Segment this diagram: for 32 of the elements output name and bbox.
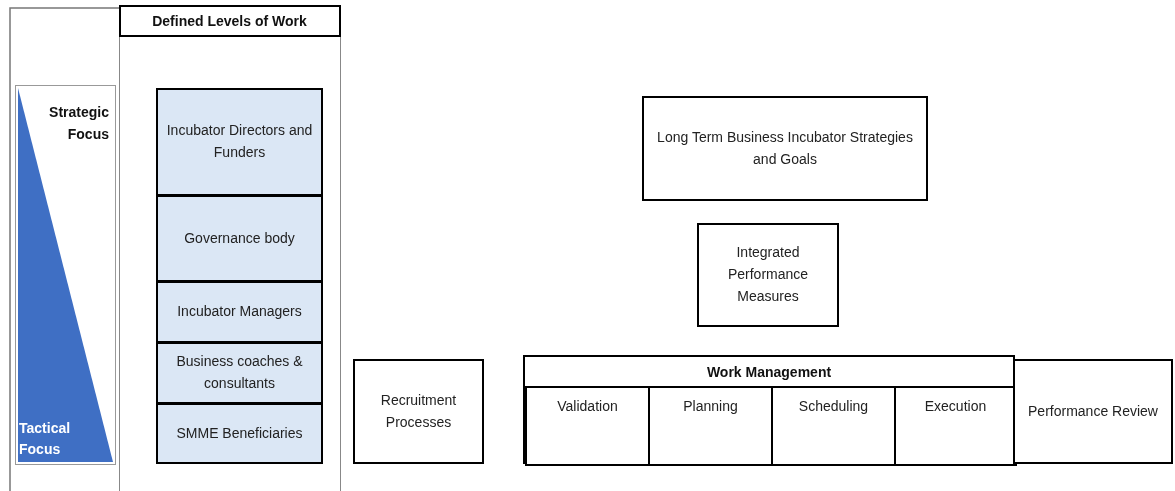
work-management-panel <box>523 355 1015 464</box>
box-label: Incubator Directors and Funders <box>165 121 314 162</box>
column-heading: Defined Levels of Work <box>118 5 341 38</box>
focus-label: Tactical Focus <box>19 418 72 460</box>
level-box <box>156 88 323 196</box>
stage-box <box>771 388 896 466</box>
process-box <box>1013 359 1173 464</box>
box-label: Recruitment Processes <box>379 390 458 432</box>
process-box <box>353 359 484 464</box>
box-label: Planning <box>682 397 739 416</box>
stage-box <box>525 388 650 466</box>
box-label: Execution <box>923 397 988 416</box>
process-box <box>642 96 928 201</box>
level-box <box>156 403 323 464</box>
box-label: Incubator Managers <box>176 302 303 322</box>
panel-heading: Work Management <box>705 363 833 382</box>
levels-column <box>119 5 341 491</box>
box-label: Validation <box>556 397 619 416</box>
box-label: Integrated Performance Measures <box>726 243 810 306</box>
process-box <box>697 223 839 327</box>
box-label: Long Term Business Incubator Strategies and Goals <box>656 127 914 169</box>
stage-box <box>648 388 773 466</box>
level-box <box>156 281 323 343</box>
box-label: Governance body <box>183 228 296 248</box>
level-box <box>156 195 323 282</box>
level-box <box>156 342 323 404</box>
box-label: SMME Beneficiaries <box>175 423 304 443</box>
box-label: Performance Review <box>1027 401 1159 421</box>
box-label: Scheduling <box>797 397 870 416</box>
stage-box <box>894 388 1017 466</box>
box-label: Business coaches & consultants <box>175 352 304 393</box>
focus-label: Strategic Focus <box>48 103 109 144</box>
